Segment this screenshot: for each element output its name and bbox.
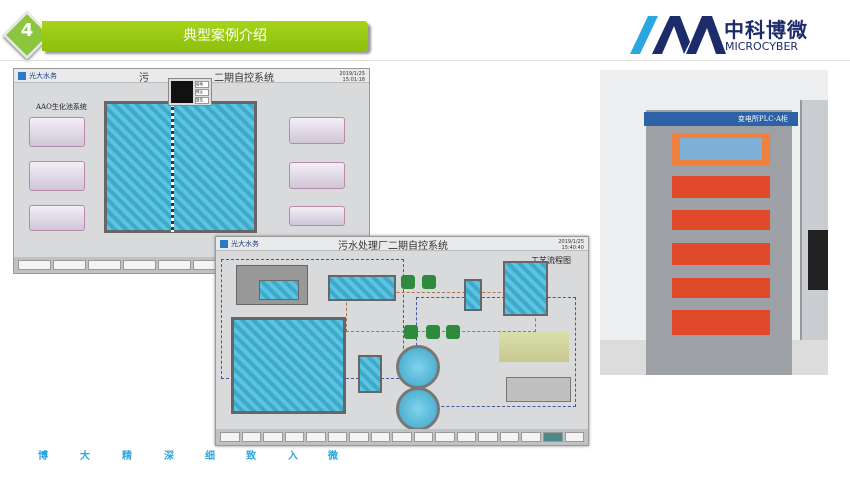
clarifier [396,345,440,389]
plc-cabinet-photo: 变电所PLC-A柜 [600,70,828,375]
nav-button[interactable] [349,432,369,442]
screen-title: 污水处理厂二期自控系统 [338,241,448,252]
nav-button[interactable] [370,432,391,442]
footer-char: 微 [328,451,338,462]
brand-label: 光大水务 [18,71,57,81]
nav-button[interactable] [392,432,412,442]
header-divider [0,60,850,61]
instrument-panel [289,206,345,226]
popup-dialog: 启动 停止 复位 [168,78,212,106]
nav-button[interactable] [521,432,541,442]
nav-button[interactable] [306,432,326,442]
instrument-panel [289,117,345,144]
instrument-panel [29,117,85,147]
system-label: AAO生化池系统 [36,103,87,111]
logo-text-en: MICROCYBER [725,40,799,53]
instrument-panel [29,161,85,191]
footer-char: 入 [288,451,298,462]
nav-button-active[interactable] [542,432,563,442]
footer-char: 致 [246,451,256,462]
footer-char: 大 [80,451,90,462]
logo-text-cn: 中科博微 [724,18,808,42]
nav-button[interactable] [284,432,305,442]
footer-char: 细 [205,451,215,462]
reset-button[interactable]: 复位 [195,97,209,104]
nav-button[interactable] [435,432,455,442]
start-button[interactable]: 启动 [195,81,209,88]
nav-button[interactable] [478,432,498,442]
microcyber-logo-icon [630,16,726,54]
nav-button[interactable] [413,432,434,442]
screen-title-left: 污 [139,73,149,84]
disinfection-tank [499,332,569,362]
grit-chamber [236,265,308,305]
nav-button[interactable] [18,260,51,270]
nav-button[interactable] [220,432,240,442]
stop-button[interactable]: 停止 [195,89,209,96]
footer-char: 深 [164,451,174,462]
nav-button[interactable] [87,260,121,270]
footer-char: 精 [122,451,132,462]
nav-button[interactable] [456,432,477,442]
flow-diagram-label: 工艺流程图 [531,256,571,265]
aao-tank [104,101,257,233]
nav-bar [216,429,588,445]
cabinet-body [646,110,792,375]
brand-label: 光大水务 [220,239,259,249]
cabinet-label: 变电所PLC-A柜 [644,112,798,126]
screen-title-right: 二期自控系统 [214,73,274,84]
filter-tank [503,261,548,316]
aao-tank [231,317,346,414]
nav-button[interactable] [263,432,283,442]
nav-button[interactable] [564,432,585,442]
section-number: 4 [20,20,34,41]
instrument-panel [289,162,345,189]
nav-button[interactable] [499,432,520,442]
nav-button[interactable] [327,432,348,442]
sedimentation-tank [328,275,396,301]
valve-icon [171,81,193,103]
footer-char: 博 [38,451,48,462]
nav-button[interactable] [122,260,156,270]
instrument-panel [29,205,85,231]
clarifier [396,387,440,431]
nav-button[interactable] [241,432,262,442]
section-title: 典型案例介绍 [42,21,368,51]
nav-button[interactable] [157,260,191,270]
nav-button[interactable] [52,260,86,270]
